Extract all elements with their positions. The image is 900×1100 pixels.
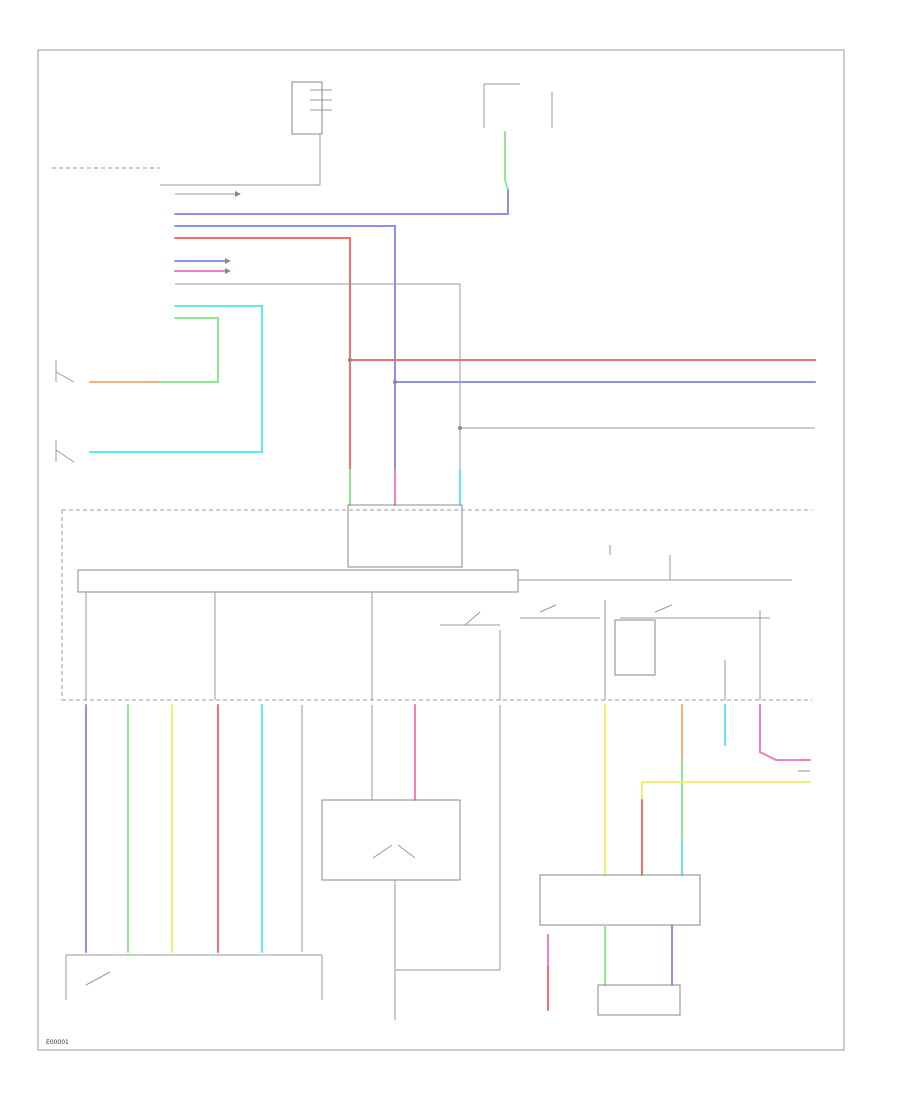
- door-switch-lower: [55, 440, 75, 463]
- door-lock-actuator: [597, 984, 681, 1016]
- bus-bar: [77, 569, 519, 593]
- fuse-box-right: [483, 83, 553, 128]
- control-unit: [347, 504, 463, 568]
- lock-switch-group: [440, 604, 770, 676]
- door-switch-upper: [55, 360, 75, 383]
- wire-light-blue-left: [89, 305, 263, 453]
- fuse-box-left: [160, 81, 332, 186]
- wire-pink-right: [759, 704, 811, 761]
- diagram-border: [37, 49, 845, 1051]
- wire-yellow-long: [641, 781, 811, 801]
- wire-green-left: [159, 317, 219, 383]
- wire-gray-main: [175, 283, 461, 505]
- wire-blue-top: [174, 189, 509, 215]
- figure-id: E00001: [46, 1039, 69, 1046]
- wire-red-main: [174, 237, 351, 471]
- wire-light-green-top: [504, 131, 509, 191]
- door-lock-switch: [321, 799, 461, 881]
- door-lock-actuator-box: [539, 874, 701, 926]
- wire-blue-main: [174, 225, 396, 506]
